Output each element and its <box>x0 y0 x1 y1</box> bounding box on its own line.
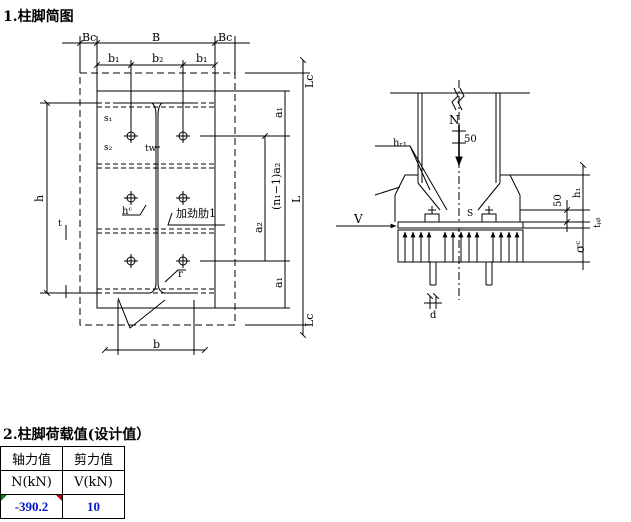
label-s1: s₁ <box>104 114 112 124</box>
comment-marker-icon <box>1 495 7 501</box>
label-n-a2: (n₁−1)a₂ <box>270 163 283 210</box>
label-b2: b₂ <box>152 52 163 65</box>
plan-view <box>40 36 310 355</box>
label-s2: s₂ <box>104 143 113 153</box>
label-hc: hᶜ <box>122 206 132 217</box>
label-t: t <box>58 219 62 229</box>
unit-shear: V(kN) <box>62 470 125 495</box>
plan-labels: Bc B Bc b₁ b₂ b₁ Lc Lc a₁ (n₁−1)a₂ a₂ a₁… <box>33 31 316 351</box>
unit-axial: N(kN) <box>0 470 63 495</box>
label-lc-bottom: Lc <box>303 314 316 327</box>
label-a1-top: a₁ <box>272 107 285 118</box>
label-stiffener: 加劲肋1 <box>176 206 216 220</box>
label-h1: h₁ <box>572 188 583 198</box>
label-S: S <box>467 209 473 219</box>
label-lc-top: Lc <box>303 75 316 88</box>
anchor-bolts <box>124 129 190 268</box>
label-tpb: tₚᵦ <box>593 218 603 229</box>
table-value-row: -390.2 10 <box>0 494 125 519</box>
table-header-row: 轴力值 剪力值 <box>0 446 125 471</box>
pressure-arrows <box>402 231 520 262</box>
base-plate-outline <box>79 72 236 326</box>
label-b1-left: b₁ <box>108 52 119 65</box>
label-b1-right: b₁ <box>196 52 207 65</box>
label-sigma: σᶜ <box>573 241 587 253</box>
label-B: B <box>152 31 160 44</box>
label-bc-right: Bc <box>218 31 232 44</box>
table-unit-row: N(kN) V(kN) <box>0 470 125 495</box>
shear-value-cell[interactable]: 10 <box>62 494 125 519</box>
header-axial: 轴力值 <box>0 446 63 471</box>
label-tw: tw <box>145 144 157 154</box>
label-50-top: 50 <box>464 134 477 145</box>
label-a2: a₂ <box>252 222 265 233</box>
loads-table: 轴力值 剪力值 N(kN) V(kN) -390.2 10 <box>0 446 125 519</box>
label-N: N <box>449 113 460 127</box>
label-b: b <box>153 338 160 351</box>
error-marker-icon <box>56 495 62 501</box>
label-L: L <box>290 195 303 203</box>
label-h-rib: hᵣ₁ <box>393 138 407 149</box>
section1-title: 1.柱脚简图 <box>3 9 74 25</box>
label-h: h <box>33 195 46 202</box>
label-a1-bottom: a₁ <box>272 277 285 288</box>
header-shear: 剪力值 <box>62 446 125 471</box>
label-bc-left: Bc <box>82 31 96 44</box>
shear-value: 10 <box>87 498 100 514</box>
section-labels: N 50 hᵣ₁ V 50 h₁ tₚᵦ σᶜ d S <box>353 113 603 321</box>
label-r: r <box>178 269 183 280</box>
label-50-side: 50 <box>553 194 564 207</box>
axial-value-cell[interactable]: -390.2 <box>0 494 63 519</box>
label-V: V <box>353 212 363 226</box>
label-d: d <box>430 310 437 321</box>
inner-plate <box>96 90 216 309</box>
section2-title: 2.柱脚荷载值(设计值） <box>3 427 151 443</box>
section-view <box>336 80 590 309</box>
axial-value: -390.2 <box>14 498 49 514</box>
